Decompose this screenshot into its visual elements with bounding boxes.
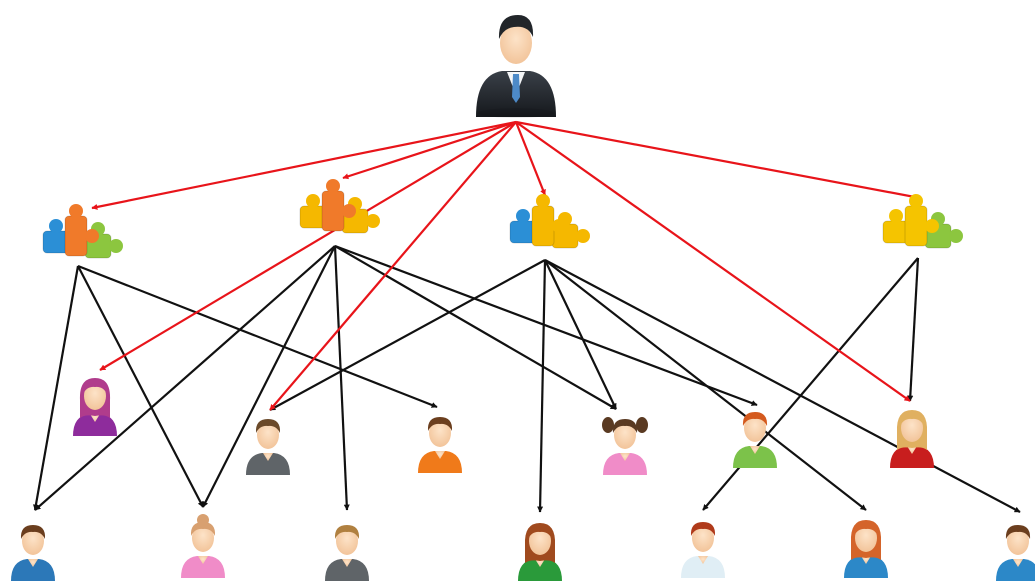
group-4-puzzle-icon <box>882 194 963 249</box>
person-1-woman-purple-icon <box>73 378 117 436</box>
red-arrow-manager-to-group-2 <box>342 120 517 180</box>
group-2-puzzle-icon <box>299 179 380 234</box>
person-4-girl-pink-icon <box>602 417 648 475</box>
black-arrow-group-2-to-person-5 <box>334 244 758 407</box>
person-13-man-blue-icon <box>996 525 1035 581</box>
person-11-man-white-icon <box>681 522 725 578</box>
red-arrow-manager-to-group-4 <box>515 120 921 200</box>
person-2-man-gray-icon <box>246 419 290 475</box>
red-arrow-manager-to-person-1 <box>99 121 517 371</box>
businessman-icon <box>476 15 556 118</box>
black-arrow-group-3-to-person-13 <box>544 259 1021 513</box>
red-arrow-manager-to-group-3 <box>514 121 547 196</box>
group-3-puzzle-icon <box>509 194 590 249</box>
red-arrow-manager-to-person-6 <box>515 121 911 402</box>
connections <box>32 120 1021 513</box>
black-arrow-group-3-to-person-10 <box>537 259 547 513</box>
person-3-boy-orange-icon <box>418 417 462 473</box>
black-arrow-group-1-to-person-8 <box>77 265 204 508</box>
black-arrow-group-1-to-person-3 <box>77 264 438 409</box>
person-9-man-gray-icon <box>325 525 369 581</box>
black-arrow-group-3-to-person-12 <box>544 259 867 511</box>
black-arrow-group-3-to-person-2 <box>269 259 546 411</box>
red-arrow-manager-to-person-2 <box>269 121 517 411</box>
black-arrow-group-2-to-person-4 <box>334 245 617 410</box>
black-arrow-group-2-to-person-9 <box>333 245 350 511</box>
person-10-woman-green-icon <box>518 523 562 581</box>
person-12-woman-blue-icon <box>844 520 888 578</box>
black-arrow-group-1-to-person-7 <box>32 265 80 511</box>
group-1-puzzle-icon <box>42 204 123 259</box>
black-arrow-group-2-to-person-7 <box>34 245 336 511</box>
person-6-woman-red-icon <box>890 410 934 468</box>
red-arrow-manager-to-group-1 <box>91 120 517 210</box>
black-arrow-group-4-to-person-6 <box>907 257 920 402</box>
person-8-woman-pink-icon <box>181 514 225 578</box>
black-arrow-group-3-to-person-4 <box>544 259 617 410</box>
person-5-man-green-icon <box>733 412 777 468</box>
black-arrow-group-2-to-person-8 <box>202 245 336 508</box>
nodes <box>11 15 1035 581</box>
person-7-man-blue-icon <box>11 525 55 581</box>
